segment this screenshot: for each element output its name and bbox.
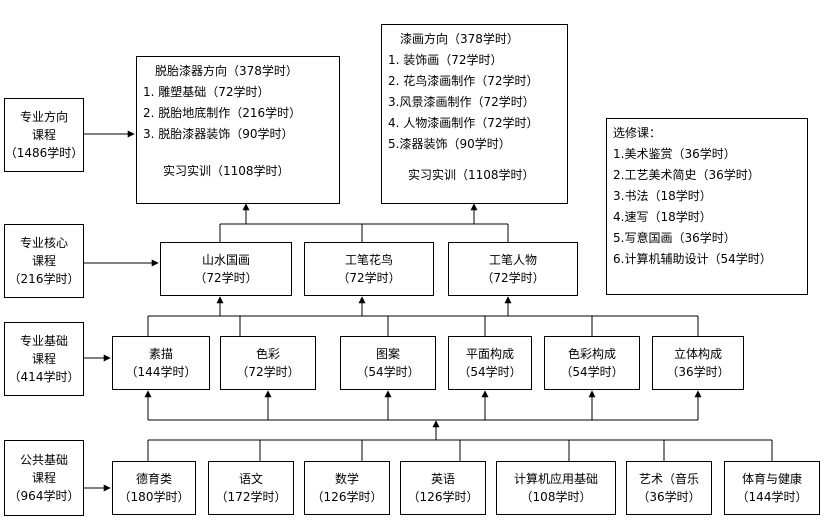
course-hours: （54学时） — [356, 365, 420, 379]
course-hours: （36学时） — [637, 490, 701, 504]
level-basic-line3: （414学时） — [8, 370, 80, 384]
qihua-item: 4. 人物漆画制作（72学时） — [388, 116, 539, 130]
level-core: 专业核心 课程 （216学时） — [4, 224, 84, 298]
basic-course-box: 色彩构成 （54学时） — [544, 336, 640, 390]
course-name: 素描 — [148, 347, 173, 361]
course-hours: （72学时） — [337, 271, 401, 285]
course-name: 语文 — [238, 472, 263, 486]
course-name: 图案 — [375, 347, 400, 361]
elective-item: 6.计算机辅助设计（54学时） — [613, 252, 772, 266]
level-direction-line2: 课程 — [31, 128, 56, 142]
elective-item: 4.速写（18学时） — [613, 210, 712, 224]
course-hours: （72学时） — [194, 271, 258, 285]
course-hours: （54学时） — [560, 365, 624, 379]
course-hours: （180学时） — [118, 490, 190, 504]
core-course-box: 山水国画 （72学时） — [160, 242, 292, 296]
course-name: 色彩构成 — [567, 347, 616, 361]
basic-course-box: 素描 （144学时） — [112, 336, 210, 390]
level-direction: 专业方向 课程 （1486学时） — [4, 98, 84, 172]
public-course-box: 英语 （126学时） — [400, 461, 486, 515]
qihua-practice: 实习实训（1108学时） — [408, 168, 535, 182]
level-core-line2: 课程 — [31, 254, 56, 268]
basic-course-box: 立体构成 （36学时） — [652, 336, 744, 390]
elective-item: 5.写意国画（36学时） — [613, 231, 736, 245]
level-public: 公共基础 课程 （964学时） — [4, 440, 84, 516]
qihua-item: 3.风景漆画制作（72学时） — [388, 95, 535, 109]
public-course-box: 数学 （126学时） — [304, 461, 390, 515]
level-core-line3: （216学时） — [8, 272, 80, 286]
course-name: 平面构成 — [465, 347, 514, 361]
course-name: 色彩 — [255, 347, 280, 361]
course-hours: （36学时） — [666, 365, 730, 379]
qihua-item: 2. 花鸟漆画制作（72学时） — [388, 74, 539, 88]
elective-item: 3.书法（18学时） — [613, 189, 712, 203]
course-hours: （72学时） — [481, 271, 545, 285]
elective-item: 1.美术鉴赏（36学时） — [613, 147, 736, 161]
public-course-box: 语文 （172学时） — [208, 461, 294, 515]
electives-box: 选修课： 1.美术鉴赏（36学时） 2.工艺美术简史（36学时） 3.书法（18… — [606, 118, 808, 295]
course-hours: （72学时） — [236, 365, 300, 379]
qihua-title: 漆画方向（378学时） — [400, 32, 519, 46]
level-core-line1: 专业核心 — [19, 236, 68, 250]
qihua-item: 1. 装饰画（72学时） — [388, 53, 503, 67]
course-name: 工笔人物 — [488, 253, 537, 267]
course-hours: （108学时） — [520, 490, 592, 504]
course-name: 计算机应用基础 — [513, 472, 598, 486]
tuotai-item: 3. 脱胎漆器装饰（90学时） — [143, 127, 294, 141]
course-hours: （126学时） — [311, 490, 383, 504]
qihua-item: 5.漆器装饰（90学时） — [388, 137, 511, 151]
level-public-line3: （964学时） — [8, 489, 80, 503]
elective-item: 2.工艺美术简史（36学时） — [613, 168, 760, 182]
course-name: 工笔花鸟 — [344, 253, 393, 267]
course-hours: （172学时） — [215, 490, 287, 504]
course-hours: （144学时） — [736, 490, 808, 504]
course-name: 立体构成 — [673, 347, 722, 361]
basic-course-box: 平面构成 （54学时） — [448, 336, 532, 390]
course-name: 德育类 — [135, 472, 172, 486]
public-course-box: 艺术（音乐 （36学时） — [626, 461, 712, 515]
level-direction-line3: （1486学时） — [4, 146, 84, 160]
public-course-box: 德育类 （180学时） — [112, 461, 196, 515]
level-basic-line2: 课程 — [31, 352, 56, 366]
course-hours: （54学时） — [458, 365, 522, 379]
tuotai-title: 脱胎漆器方向（378学时） — [155, 64, 298, 78]
core-course-box: 工笔花鸟 （72学时） — [304, 242, 434, 296]
course-hours: （126学时） — [407, 490, 479, 504]
basic-course-box: 图案 （54学时） — [340, 336, 436, 390]
level-public-line2: 课程 — [31, 471, 56, 485]
level-basic-line1: 专业基础 — [19, 334, 68, 348]
course-name: 体育与健康 — [741, 472, 802, 486]
electives-title: 选修课： — [613, 126, 662, 140]
core-course-box: 工笔人物 （72学时） — [448, 242, 578, 296]
course-name: 数学 — [334, 472, 359, 486]
tuotai-practice: 实习实训（1108学时） — [163, 164, 290, 178]
level-public-line1: 公共基础 — [19, 453, 68, 467]
tuotai-item: 2. 脱胎地底制作（216学时） — [143, 106, 302, 120]
qihua-direction-box: 漆画方向（378学时） 1. 装饰画（72学时） 2. 花鸟漆画制作（72学时）… — [381, 24, 568, 204]
level-basic: 专业基础 课程 （414学时） — [4, 322, 84, 396]
tuotai-item: 1. 雕塑基础（72学时） — [143, 85, 270, 99]
public-course-box: 计算机应用基础 （108学时） — [496, 461, 616, 515]
course-name: 艺术（音乐 — [638, 472, 699, 486]
public-course-box: 体育与健康 （144学时） — [724, 461, 820, 515]
course-name: 英语 — [430, 472, 455, 486]
course-name: 山水国画 — [201, 253, 250, 267]
tuotai-direction-box: 脱胎漆器方向（378学时） 1. 雕塑基础（72学时） 2. 脱胎地底制作（21… — [136, 56, 340, 204]
basic-course-box: 色彩 （72学时） — [220, 336, 316, 390]
course-hours: （144学时） — [125, 365, 197, 379]
level-direction-line1: 专业方向 — [19, 110, 68, 124]
